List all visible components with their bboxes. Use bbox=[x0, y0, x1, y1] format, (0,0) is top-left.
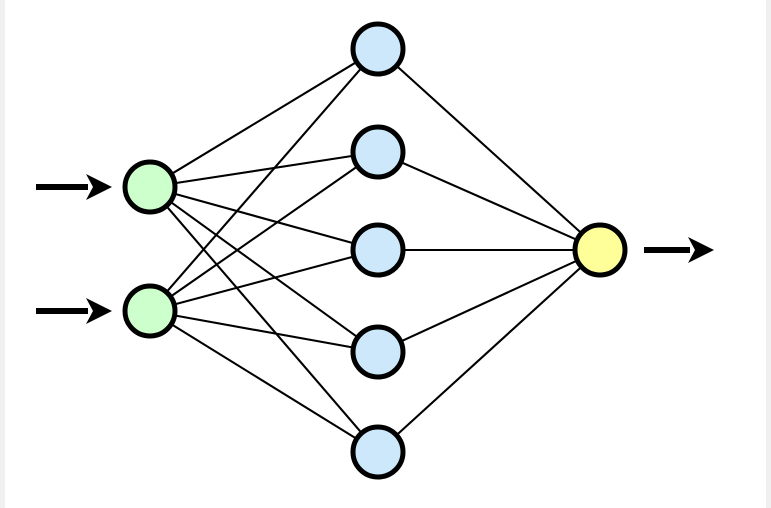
edges-group bbox=[164, 60, 583, 441]
input-node-2[interactable] bbox=[122, 283, 178, 339]
input-node-1[interactable] bbox=[122, 159, 178, 215]
edge-i1-h2 bbox=[173, 154, 355, 185]
edge-i1-h1 bbox=[169, 60, 359, 176]
input-arrow-2-head bbox=[86, 298, 112, 324]
hidden-node-3[interactable] bbox=[350, 222, 406, 278]
input-arrow-1-head bbox=[86, 174, 112, 200]
hidden-node-2[interactable] bbox=[350, 124, 406, 180]
edge-h4-o1 bbox=[399, 259, 579, 343]
hidden-node-5[interactable] bbox=[350, 424, 406, 480]
edge-h1-o1 bbox=[395, 64, 583, 235]
hidden-node-1[interactable] bbox=[350, 21, 406, 77]
edge-i1-h4 bbox=[168, 200, 360, 339]
edge-i2-h3 bbox=[172, 255, 356, 306]
edge-h5-o1 bbox=[395, 265, 583, 437]
nodes-group bbox=[122, 21, 628, 480]
edge-i2-h5 bbox=[169, 322, 359, 441]
edge-h2-o1 bbox=[399, 160, 579, 242]
edge-i2-h2 bbox=[169, 164, 359, 299]
edge-i2-h4 bbox=[173, 314, 355, 349]
io-arrows-group bbox=[36, 174, 714, 324]
output-arrow-1-head bbox=[688, 237, 714, 263]
edge-i2-h1 bbox=[164, 66, 364, 294]
edge-i1-h5 bbox=[164, 204, 364, 435]
output-node-1[interactable] bbox=[572, 222, 628, 278]
hidden-node-4[interactable] bbox=[350, 324, 406, 380]
edge-i1-h3 bbox=[172, 192, 356, 245]
